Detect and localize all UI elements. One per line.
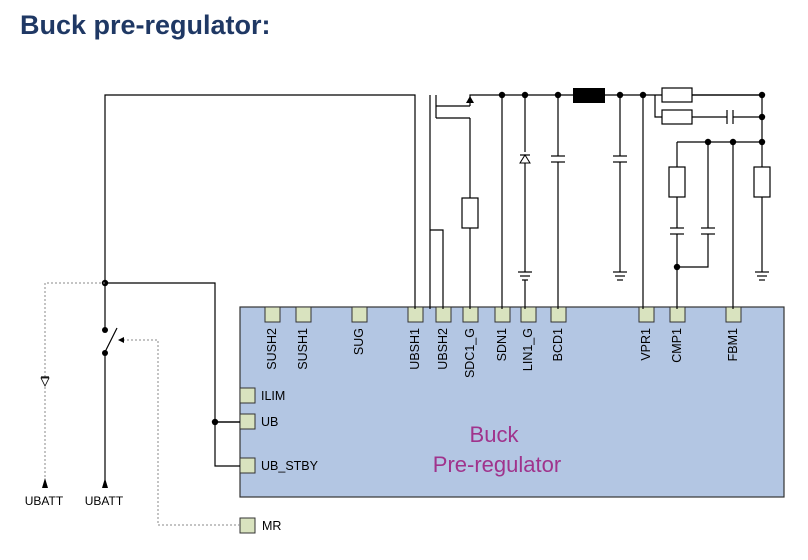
pin-ubsh2 [435,306,452,323]
pin-vpr1-label: VPR1 [639,328,653,361]
pin-vpr1 [638,306,655,323]
wire-ub-bus [105,282,240,467]
pin-ubsh1 [407,306,424,323]
pin-ubsh1-label: UBSH1 [408,328,422,370]
gate-resistor [461,118,479,309]
mosfet-switch [429,94,502,309]
pin-bcd1-label: BCD1 [551,328,565,361]
pin-mr-label: MR [262,519,281,533]
pin-lin1g [520,306,537,323]
ubatt-label-1: UBATT [25,494,64,508]
pin-cmp1-label: CMP1 [670,328,684,363]
pin-fbm1-label: FBM1 [726,328,740,361]
pin-sug-label: SUG [352,328,366,355]
pin-fbm1 [725,306,742,323]
pin-ub-label: UB [261,415,278,429]
block-label-line1: Buck [470,422,520,447]
standby-diode-branch [40,282,105,488]
bootstrap-capacitor [551,95,565,309]
feedback-network [654,87,771,309]
pin-sug [351,306,368,323]
junction-dots [498,91,766,271]
pin-ubstby-label: UB_STBY [261,459,319,473]
supply-switch [102,283,118,488]
pin-ubstby [239,457,256,474]
pin-mr [239,517,256,534]
pin-sdc1g [462,306,479,323]
pin-ilim-label: ILIM [261,389,285,403]
block-label-line2: Pre-regulator [433,452,561,477]
pin-ubsh2-label: UBSH2 [436,328,450,370]
inductor [573,88,605,103]
pin-sush1-label: SUSH1 [296,328,310,370]
pin-sdn1 [494,306,511,323]
pin-lin1g-label: LIN1_G [521,328,535,371]
pin-ilim [239,387,256,404]
pin-cmp1 [669,306,686,323]
pin-ub [239,413,256,430]
pin-sdn1-label: SDN1 [495,328,509,361]
junction-node [211,418,219,426]
pin-sush2-label: SUSH2 [265,328,279,370]
pin-bcd1 [550,306,567,323]
output-capacitor [613,95,627,281]
pin-sdc1g-label: SDC1_G [463,328,477,378]
freewheel-diode [518,95,532,281]
buck-block [239,306,785,498]
diagram-title: Buck pre-regulator: [20,10,271,40]
switch-control-dashed [120,339,159,523]
pin-sush2 [264,306,281,323]
switch-control-arrow [118,337,124,343]
ubatt-label-2: UBATT [85,494,124,508]
pin-sush1 [295,306,312,323]
top-pins: SUSH2 SUSH1 SUG UBSH1 UBSH2 SDC1_G SDN1 LIN1_G B… [264,306,742,378]
wire-feedback-loop [104,94,416,309]
